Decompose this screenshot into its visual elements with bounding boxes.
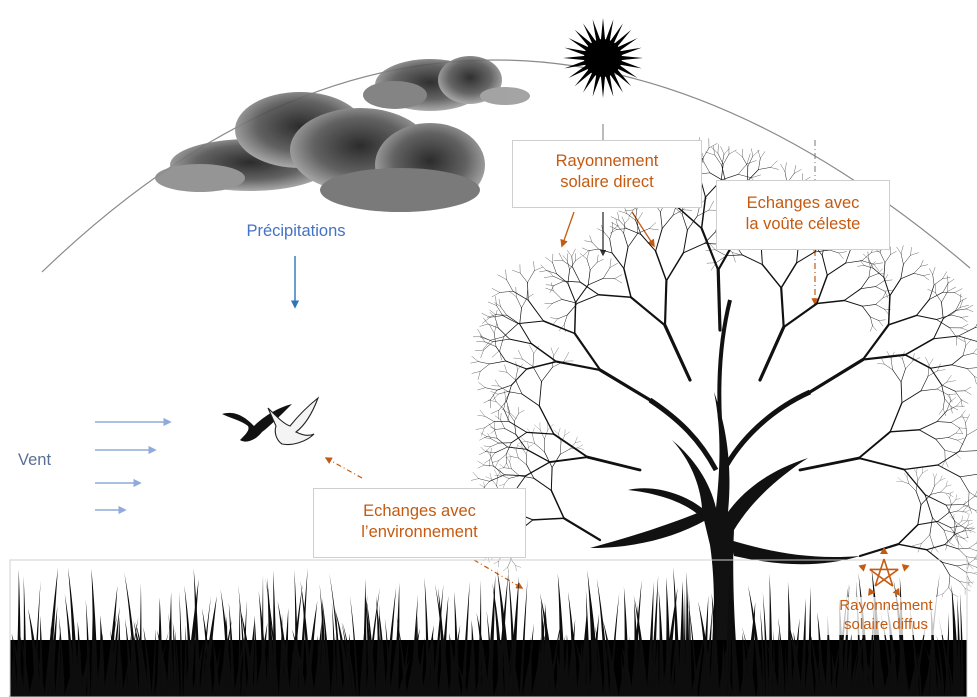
birds-icon bbox=[222, 398, 318, 445]
grass-silhouette bbox=[9, 560, 967, 697]
wind-arrows bbox=[95, 422, 170, 510]
diffuse-solar-label: Rayonnement solaire diffus bbox=[826, 597, 946, 635]
precipitation-label: Précipitations bbox=[228, 221, 364, 242]
sun-icon bbox=[563, 18, 643, 98]
direct-solar-label: Rayonnement solaire direct bbox=[512, 140, 702, 208]
environment-exchange-label: Echanges avec l’environnement bbox=[313, 488, 526, 558]
wind-label: Vent bbox=[18, 450, 68, 471]
cloud-small bbox=[363, 56, 530, 111]
sky-exchange-label: Echanges avec la voûte céleste bbox=[716, 180, 890, 250]
